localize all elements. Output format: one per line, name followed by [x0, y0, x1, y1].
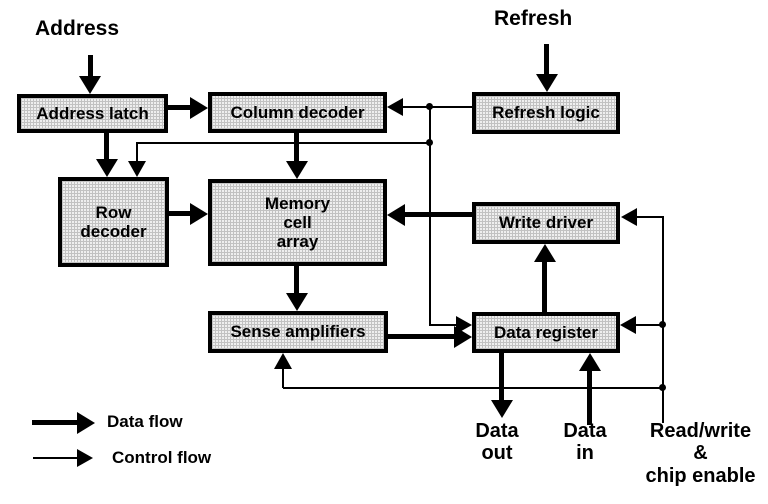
- arrowhead-into-refresh-logic-icon: [536, 74, 558, 92]
- line-refresh-logic-to-column-decoder: [403, 106, 472, 108]
- sense-amplifiers-box: Sense amplifiers: [208, 311, 388, 353]
- line-read-write-to-write-driver: [637, 216, 664, 218]
- line-control-to-sense-amplifiers-riser: [282, 368, 284, 388]
- arrowhead-into-write-driver-icon: [621, 208, 637, 226]
- legend-control-flow-arrow: [33, 457, 78, 459]
- line-control-to-sense-amplifiers: [283, 387, 663, 389]
- write-driver-box: Write driver: [472, 202, 620, 244]
- read-write-chip-enable-label: Read/write & chip enable: [645, 420, 756, 487]
- line-control-to-data-register: [429, 324, 457, 326]
- arrowhead-into-data-register-bottom-icon: [579, 353, 601, 371]
- line-column-decoder-to-memory: [294, 133, 299, 161]
- legend-data-flow-arrowhead-icon: [77, 412, 95, 434]
- row-decoder-box: Row decoder: [58, 177, 169, 267]
- line-read-write-to-data-register: [636, 324, 663, 326]
- arrowhead-into-row-decoder-top-icon: [96, 159, 118, 177]
- legend-data-flow-label: Data flow: [107, 412, 183, 431]
- legend-data-flow-arrow: [32, 420, 78, 425]
- junction-dot: [659, 384, 666, 391]
- line-data-in-to-data-register: [587, 370, 592, 425]
- column-decoder-box: Column decoder: [208, 92, 387, 133]
- arrowhead-into-data-register-thick-icon: [454, 326, 472, 348]
- line-control-to-row-decoder: [137, 142, 430, 144]
- line-refresh-input: [544, 44, 549, 75]
- arrowhead-into-memory-top-icon: [286, 161, 308, 179]
- legend-control-flow-arrowhead-icon: [77, 449, 93, 467]
- junction-dot: [426, 139, 433, 146]
- line-data-register-to-write-driver: [542, 261, 547, 312]
- arrowhead-into-column-decoder-left-icon: [190, 97, 208, 119]
- line-read-write-vertical: [662, 216, 664, 423]
- address-latch-box: Address latch: [17, 94, 168, 133]
- arrowhead-into-row-decoder-icon: [128, 161, 146, 177]
- data-register-box: Data register: [472, 312, 620, 353]
- data-out-label: Data out: [475, 420, 519, 465]
- refresh-logic-box: Refresh logic: [472, 92, 620, 134]
- arrowhead-into-data-register-right-icon: [620, 316, 636, 334]
- arrowhead-into-write-driver-bottom-icon: [534, 244, 556, 262]
- arrowhead-into-sense-amplifiers-icon: [274, 353, 292, 369]
- line-latch-to-row-decoder: [104, 133, 109, 160]
- line-row-decoder-to-memory: [169, 211, 191, 216]
- memory-cell-array-box: Memory cell array: [208, 179, 387, 266]
- refresh-label: Refresh: [494, 7, 573, 30]
- arrowhead-into-sense-amplifiers-top-icon: [286, 293, 308, 311]
- line-write-driver-to-memory: [404, 212, 472, 217]
- line-address-input: [88, 55, 93, 77]
- line-memory-to-sense-amplifiers: [294, 266, 299, 294]
- arrowhead-into-memory-right-icon: [387, 204, 405, 226]
- address-label: Address: [35, 17, 120, 40]
- arrowhead-into-memory-left-icon: [190, 203, 208, 225]
- line-sense-amplifiers-to-data-register: [388, 334, 455, 339]
- junction-dot: [426, 103, 433, 110]
- data-in-label: Data in: [563, 420, 607, 465]
- arrowhead-data-out-icon: [491, 400, 513, 418]
- junction-dot: [659, 321, 666, 328]
- legend-control-flow-label: Control flow: [112, 448, 212, 467]
- line-control-to-row-decoder-drop: [136, 142, 138, 162]
- arrowhead-into-column-decoder-icon: [387, 98, 403, 116]
- line-latch-to-column-decoder: [168, 105, 191, 110]
- line-data-register-to-data-out: [499, 353, 504, 401]
- arrowhead-into-address-latch-icon: [79, 76, 101, 94]
